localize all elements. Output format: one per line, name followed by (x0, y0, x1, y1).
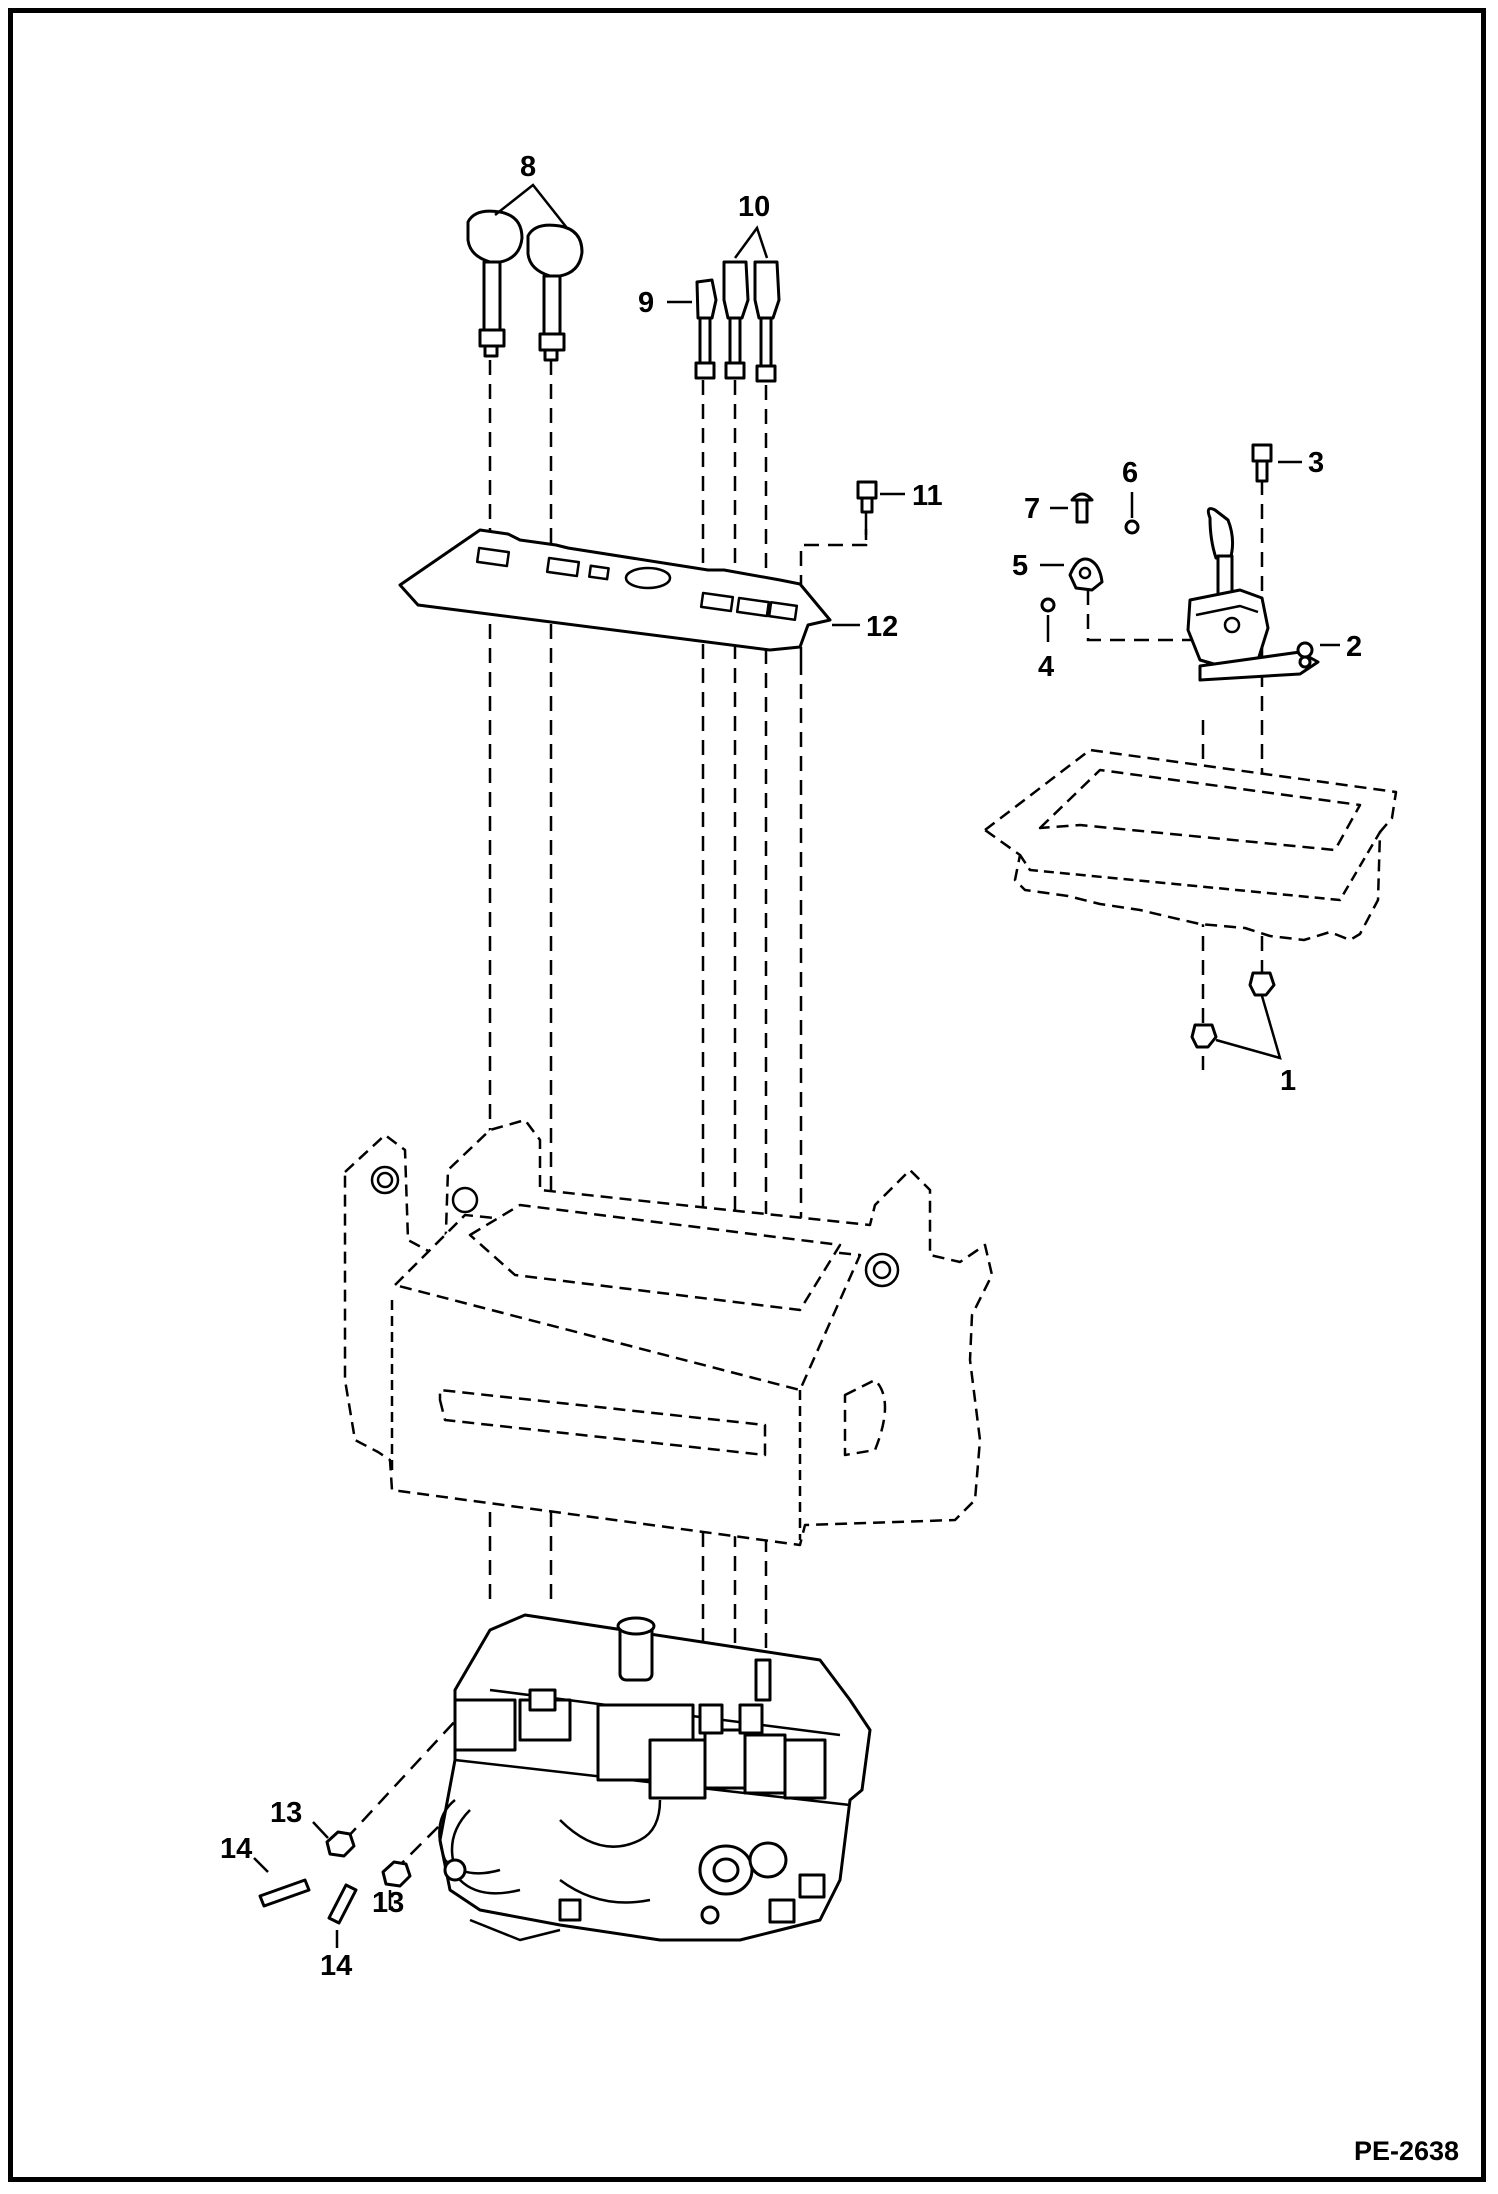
nut-4 (1040, 597, 1056, 613)
callout-13-a: 13 (270, 1797, 302, 1829)
stud-14-b (327, 1883, 358, 1925)
callout-2: 2 (1346, 631, 1362, 663)
callout-1: 1 (1280, 1065, 1296, 1097)
floor-panel (983, 748, 1398, 942)
callout-leaders (253, 183, 1340, 1948)
callout-9: 9 (638, 287, 654, 319)
callout-7: 7 (1024, 493, 1040, 525)
nut-13-a (325, 1830, 356, 1858)
screw-11 (856, 480, 878, 514)
callout-11: 11 (912, 480, 943, 512)
auxiliary-knob (694, 278, 718, 380)
callout-4: 4 (1038, 651, 1054, 683)
valve-block (438, 1613, 872, 1942)
callout-14-a: 14 (220, 1833, 252, 1865)
bolt-7 (1070, 492, 1094, 524)
figure-reference-code: PE-2638 (1354, 2136, 1459, 2166)
callout-labels: 8 10 9 11 12 3 7 6 5 4 2 1 13 14 13 14 (220, 151, 1362, 1982)
stud-14-a (258, 1878, 311, 1908)
callout-5: 5 (1012, 550, 1028, 582)
callout-3: 3 (1308, 447, 1324, 479)
nut-6 (1124, 519, 1140, 535)
control-frame (343, 1118, 994, 1547)
callout-13-b: 13 (372, 1887, 404, 1919)
clamp-5 (1068, 557, 1104, 592)
handle-knob-right (526, 223, 584, 362)
lever-assembly (1186, 507, 1320, 682)
callout-6: 6 (1122, 457, 1138, 489)
gasket-plate (398, 528, 832, 652)
callout-12: 12 (866, 611, 898, 643)
nut-1-right (1248, 971, 1276, 997)
control-knob-b (753, 260, 781, 383)
callout-14-b: 14 (320, 1950, 352, 1982)
callout-10: 10 (738, 191, 770, 223)
handle-knob-left (466, 209, 524, 358)
bolt-3 (1251, 443, 1273, 483)
nut-1-left (1190, 1023, 1218, 1049)
nut-13-b (381, 1860, 412, 1888)
callout-8: 8 (520, 151, 536, 183)
control-knob-a (722, 260, 750, 380)
